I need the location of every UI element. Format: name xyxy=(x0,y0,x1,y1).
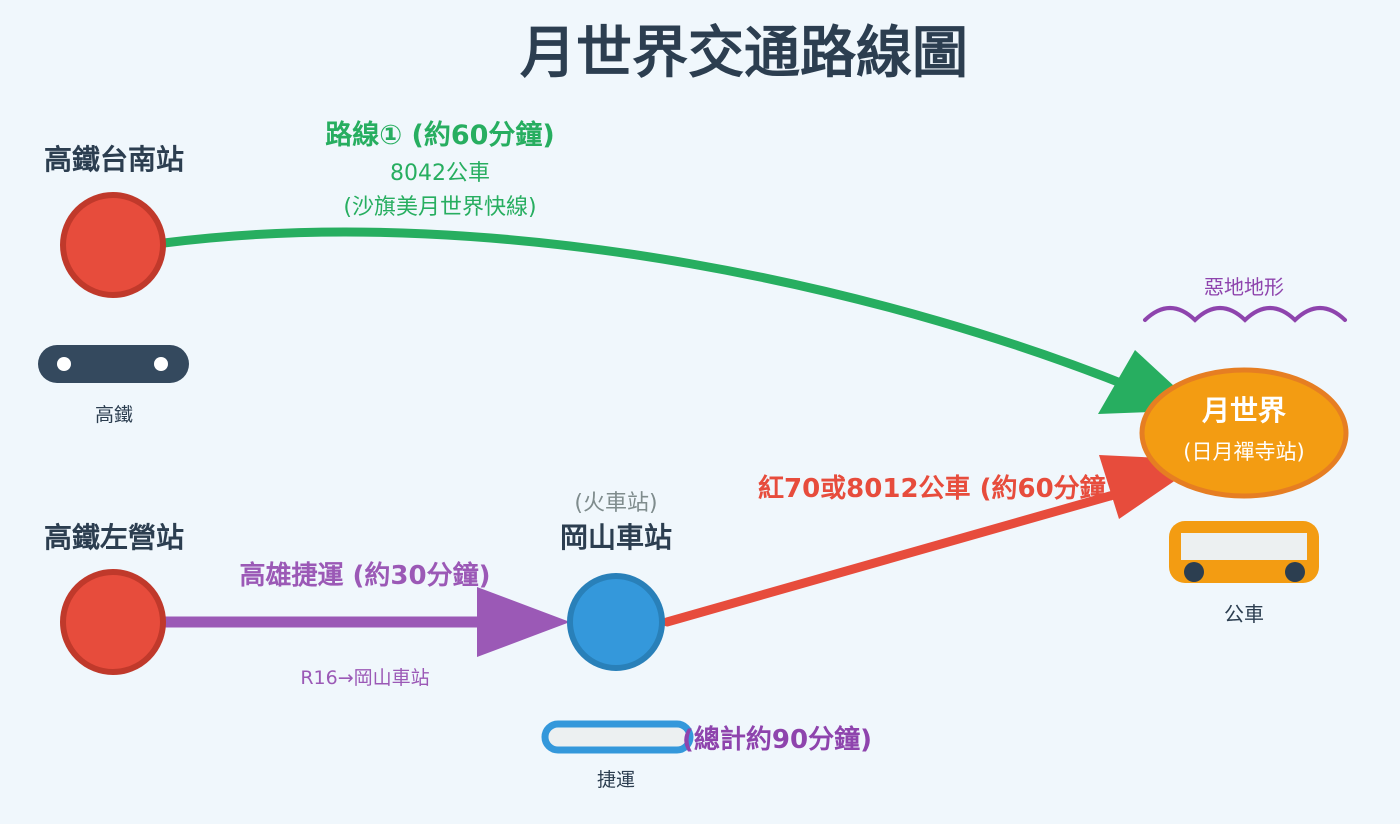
zuoying-station-name: 高鐵左營站 xyxy=(44,521,184,554)
mrt-route-detail: R16→岡山車站 xyxy=(300,667,429,689)
route1-bus-number: 8042公車 xyxy=(390,161,490,186)
zuoying-station-marker xyxy=(60,569,166,675)
tainan-station-name: 高鐵台南站 xyxy=(44,143,184,176)
route1-path xyxy=(159,227,1155,400)
map-title: 月世界交通路線圖 xyxy=(520,21,968,86)
route1-line-name: (沙旗美月世界快線) xyxy=(343,195,536,220)
bus2-route-title: 紅70或8012公車 (約60分鐘) xyxy=(758,473,1118,504)
bus-icon xyxy=(1169,521,1319,583)
route1-title: 路線① (約60分鐘) xyxy=(325,119,555,151)
metro-train-icon xyxy=(541,720,694,754)
tainan-station-marker xyxy=(60,192,166,298)
mrt-route-title: 高雄捷運 (約30分鐘) xyxy=(240,560,491,591)
metro-label: 捷運 xyxy=(597,769,635,791)
badlands-terrain-label: 惡地地形 xyxy=(1204,275,1284,299)
total-time-label: (總計約90分鐘) xyxy=(682,724,872,755)
high-speed-rail-icon xyxy=(38,345,189,383)
moon-world-name: 月世界 xyxy=(1201,394,1286,427)
mrt-arrowhead xyxy=(477,587,570,657)
moon-world-marker xyxy=(1139,367,1349,499)
high-speed-rail-label: 高鐵 xyxy=(95,404,133,426)
bus2-path xyxy=(662,483,1143,627)
gangshan-station-name: 岡山車站 xyxy=(560,521,672,554)
bus-label: 公車 xyxy=(1224,602,1264,626)
gangshan-station-marker xyxy=(567,573,665,671)
gangshan-station-note: (火車站) xyxy=(574,491,657,516)
moon-world-subname: (日月禪寺站) xyxy=(1183,440,1304,464)
badlands-terrain-icon xyxy=(1143,306,1347,323)
